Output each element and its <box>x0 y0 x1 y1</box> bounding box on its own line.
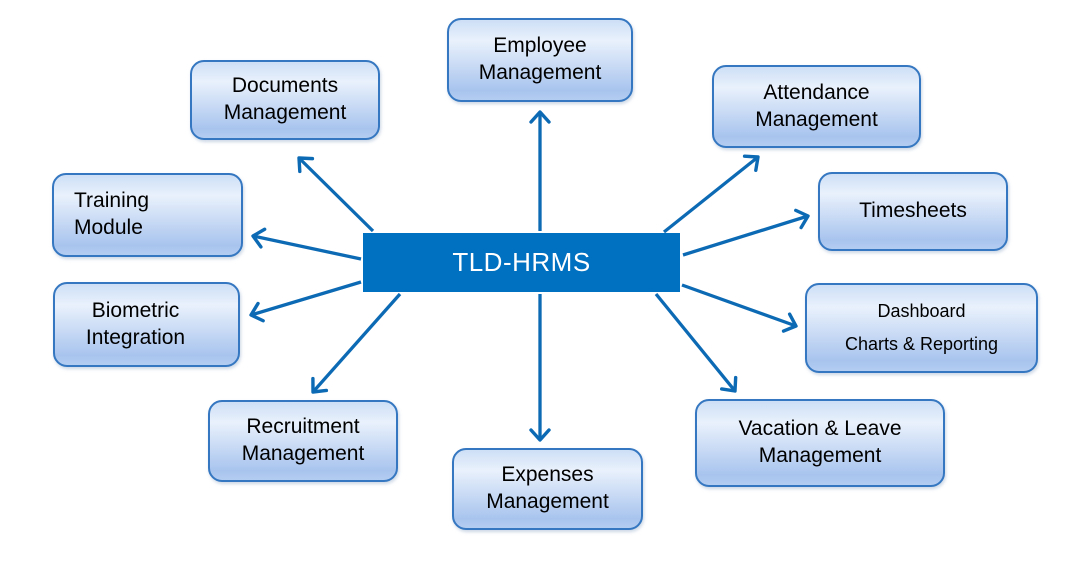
node-documents-management-label: Documents Management <box>223 74 347 124</box>
node-training-module: Training Module <box>52 173 243 257</box>
arrow-to-vacation <box>654 292 738 393</box>
node-timesheets-label: Timesheets <box>859 199 967 223</box>
node-training-module-label: Training Module <box>74 189 150 239</box>
node-attendance-management-label: Attendance Management <box>755 80 878 131</box>
arrow-to-timesheets <box>682 208 810 257</box>
arrow-to-training <box>251 227 362 261</box>
node-biometric-integration: Biometric Integration <box>53 282 240 367</box>
node-documents-management: Documents Management <box>190 60 380 140</box>
node-tld-hrms-label: TLD-HRMS <box>452 247 591 277</box>
arrow-to-dashboard <box>681 283 798 333</box>
arrow-to-documents <box>297 156 375 233</box>
node-tld-hrms: TLD-HRMS <box>363 233 680 292</box>
node-vacation-leave-management: Vacation & Leave Management <box>695 399 945 487</box>
node-dashboard-charts-reporting: Dashboard Charts & Reporting <box>805 283 1038 373</box>
node-attendance-management: Attendance Management <box>712 65 921 148</box>
node-employee-management: Employee Management <box>447 18 633 102</box>
node-recruitment-management: Recruitment Management <box>208 400 398 482</box>
node-expenses-management-label: Expenses Management <box>486 463 609 513</box>
node-dashboard-line2: Charts & Reporting <box>844 333 999 354</box>
node-vacation-leave-management-label: Vacation & Leave Management <box>738 417 902 467</box>
node-expenses-management: Expenses Management <box>452 448 643 530</box>
arrow-to-biometric <box>249 280 362 323</box>
node-employee-management-label: Employee Management <box>478 34 602 84</box>
arrow-to-attendance <box>662 154 760 234</box>
node-dashboard-line1: Dashboard <box>877 301 966 322</box>
node-timesheets: Timesheets <box>818 172 1008 251</box>
node-biometric-integration-label: Biometric Integration <box>85 298 186 349</box>
node-recruitment-management-label: Recruitment Management <box>241 415 365 465</box>
arrow-to-recruitment <box>311 292 402 394</box>
